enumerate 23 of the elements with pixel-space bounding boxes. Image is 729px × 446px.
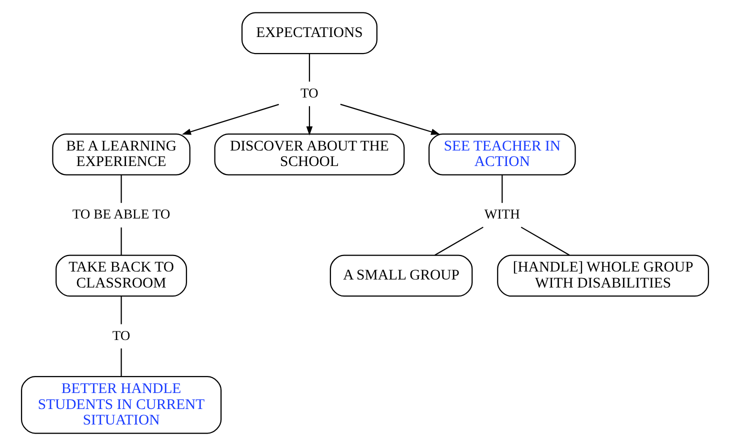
- connector: [434, 226, 483, 256]
- node-text: TO: [112, 328, 130, 343]
- arrow: [340, 104, 440, 135]
- node-box: A SMALL GROUP: [329, 254, 472, 297]
- connector: [120, 296, 122, 324]
- node-box: TAKE BACK TO CLASSROOM: [55, 254, 187, 297]
- node-box: BE A LEARNING EXPERIENCE: [52, 133, 190, 176]
- connector: [120, 348, 122, 377]
- node-box: DISCOVER ABOUT THE SCHOOL: [214, 133, 404, 176]
- connector: [520, 226, 570, 256]
- connector: [120, 175, 122, 203]
- connector: [120, 227, 122, 256]
- node-box: SEE TEACHER IN ACTION: [428, 133, 576, 176]
- node-box: [HANDLE] WHOLE GROUP WITH DISABILITIES: [496, 254, 709, 297]
- node-box: EXPECTATIONS: [240, 12, 377, 54]
- arrow: [306, 106, 312, 136]
- connector: [308, 54, 310, 82]
- node-text: WITH: [484, 206, 520, 222]
- arrow: [181, 104, 278, 135]
- node-box: BETTER HANDLE STUDENTS IN CURRENT SITUATION: [20, 376, 222, 434]
- connector: [501, 175, 502, 203]
- node-text: TO: [300, 85, 318, 100]
- node-text: TO BE ABLE TO: [72, 206, 170, 222]
